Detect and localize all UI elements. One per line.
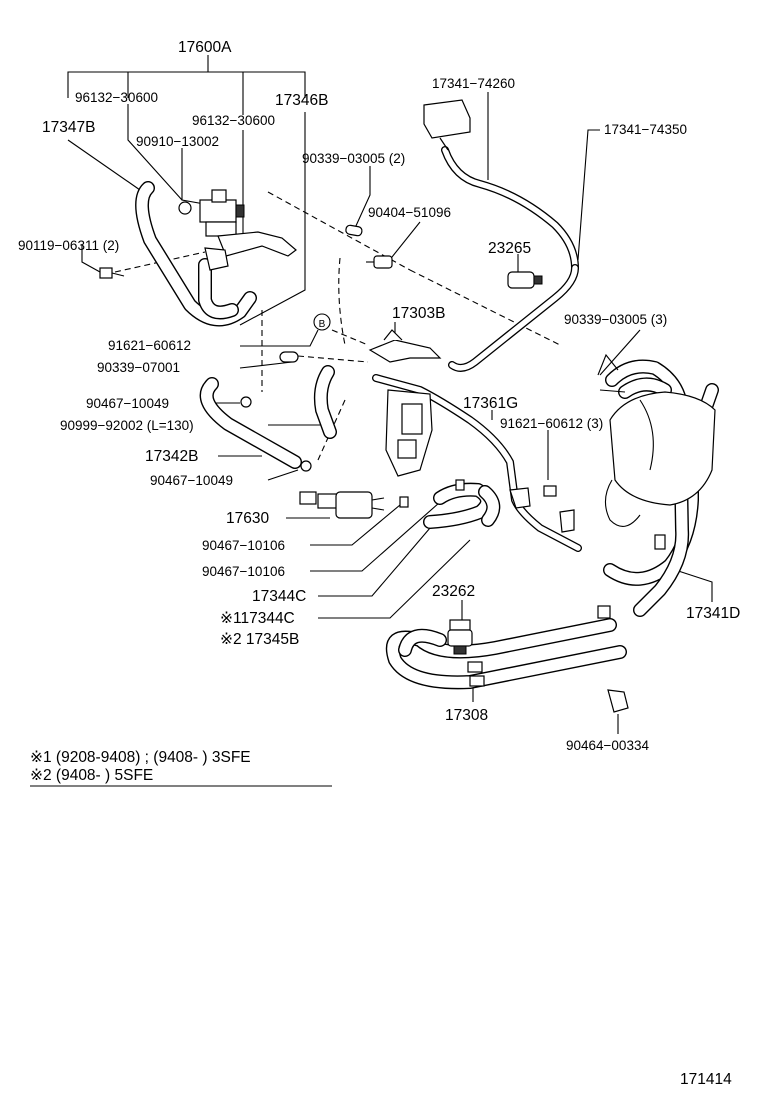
plug-90339-03005-a	[345, 224, 363, 237]
leader-lines	[67, 92, 713, 734]
part-labels: 17600A 96132−30600 17346B 96132−30600 17…	[18, 39, 740, 753]
hose-17341-74350	[448, 264, 579, 372]
hose-17342B	[199, 377, 302, 469]
label-17346B: 17346B	[275, 92, 328, 109]
assembly-bracket-17600A	[67, 55, 306, 115]
label-90119-06311-2: 90119−06311 (2)	[18, 238, 119, 253]
vsv-bracket-assembly	[385, 389, 433, 477]
label-17630: 17630	[226, 510, 269, 527]
bolt-90119-06311	[99, 267, 125, 279]
hose-clamps-17308	[467, 605, 611, 687]
label-90404-51096: 90404−51096	[368, 205, 451, 220]
legend-note-1: ※1 (9208-9408) ; (9408- ) 3SFE	[30, 749, 251, 766]
label-23262: 23262	[432, 583, 475, 600]
label-90467-10106-b: 90467−10106	[202, 564, 285, 579]
bracket-right	[509, 487, 575, 533]
plug-90339-07001	[279, 351, 299, 363]
label-90339-03005-3: 90339−03005 (3)	[564, 312, 667, 327]
hose-17346B	[198, 258, 239, 320]
circle-marker-B: B	[313, 313, 331, 331]
vsv-90910-13002	[199, 189, 245, 237]
label-96132-30600-right: 96132−30600	[192, 113, 275, 128]
label-90339-07001: 90339−07001	[97, 360, 180, 375]
bracket-17600A	[204, 231, 297, 271]
vsv-17630	[299, 491, 385, 519]
hose-17345B	[478, 485, 501, 527]
bracket-17303B	[368, 329, 442, 363]
label-90339-03005-2: 90339−03005 (2)	[302, 151, 405, 166]
clip-90464-00334	[607, 689, 629, 713]
switch-23265	[507, 271, 543, 289]
label-17347B: 17347B	[42, 119, 95, 136]
label-96132-30600-left: 96132−30600	[75, 90, 158, 105]
label-90999-92002: 90999−92002 (L=130)	[60, 418, 194, 433]
clamp-90467-10049-a	[240, 396, 252, 408]
label-17341-74350: 17341−74350	[604, 122, 687, 137]
label-17361G: 17361G	[463, 395, 518, 412]
label-91621-60612-3: 91621−60612 (3)	[500, 416, 603, 431]
label-17600A: 17600A	[178, 39, 232, 56]
clamp-90467-10049-b	[300, 460, 312, 472]
clip-96132	[178, 201, 192, 215]
label-17342B: 17342B	[145, 448, 198, 465]
label-91621-60612: 91621−60612	[108, 338, 191, 353]
figure-number: 171414	[680, 1071, 732, 1088]
sensor-23262	[447, 619, 473, 655]
label-17341-74260: 17341−74260	[432, 76, 515, 91]
label-17308: 17308	[445, 707, 488, 724]
label-90467-10106-a: 90467−10106	[202, 538, 285, 553]
throttle-body	[597, 353, 716, 550]
hose-lower-loop	[385, 618, 627, 690]
legend-note-2: ※2 (9408- ) 5SFE	[30, 767, 153, 784]
bolt-91621-60612	[543, 485, 557, 497]
clamp-90467-10106	[399, 479, 465, 508]
label-23265: 23265	[488, 240, 531, 257]
label-17345B-note: ※2 17345B	[220, 631, 299, 648]
connector-17341-74260	[423, 99, 471, 151]
circle-marker-letter: B	[319, 319, 326, 330]
label-17344C: 17344C	[252, 588, 306, 605]
hose-90999-92002	[313, 365, 337, 439]
hose-right-vertical	[633, 413, 690, 617]
label-17341D: 17341D	[686, 605, 740, 622]
label-90910-13002: 90910−13002	[136, 134, 219, 149]
label-90464-00334: 90464−00334	[566, 738, 649, 753]
hose-17341-74260	[441, 146, 579, 272]
check-valve-90404-51096	[366, 255, 393, 269]
label-17303B: 17303B	[392, 305, 445, 322]
pipe-17361G	[372, 374, 582, 552]
label-17344C-note: ※117344C	[220, 610, 295, 627]
label-90467-10049-b: 90467−10049	[150, 473, 233, 488]
legend: ※1 (9208-9408) ; (9408- ) 3SFE ※2 (9408-…	[30, 749, 332, 787]
label-90467-10049-a: 90467−10049	[86, 396, 169, 411]
hose-upper-right	[605, 359, 687, 407]
